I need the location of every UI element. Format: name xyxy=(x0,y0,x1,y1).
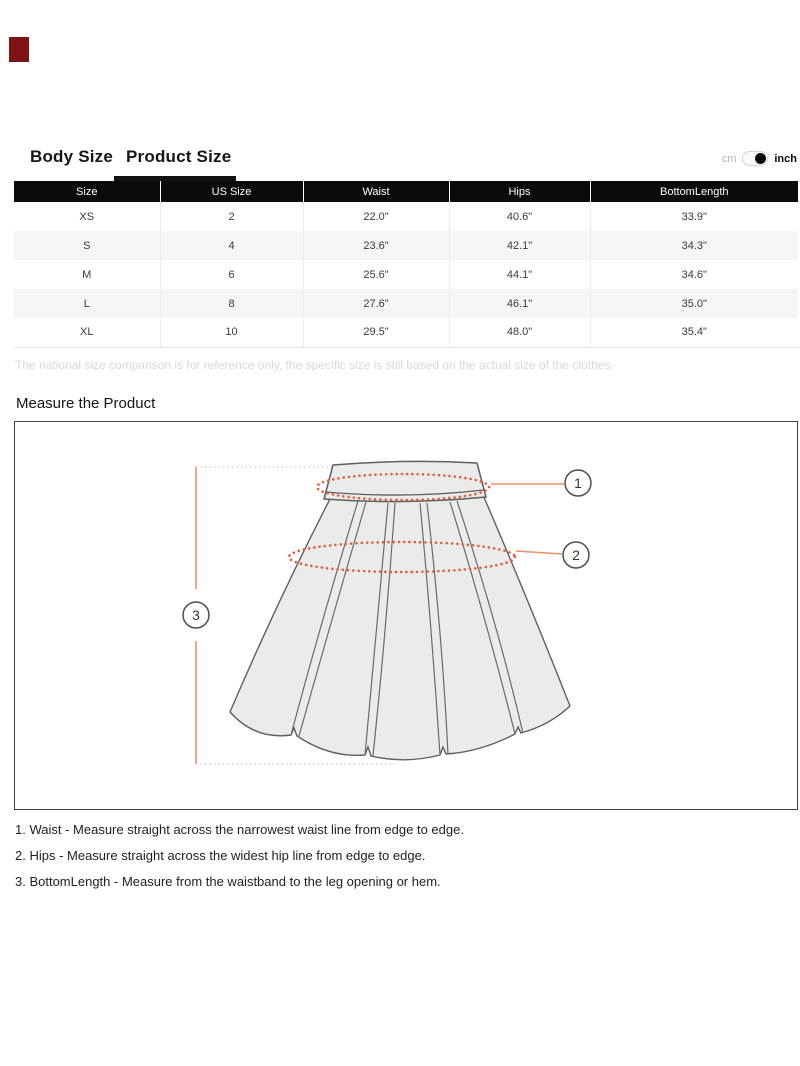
table-cell: 6 xyxy=(159,260,303,289)
table-cell: 4 xyxy=(159,231,303,260)
table-cell: M xyxy=(82,268,92,281)
waist-measure-ellipse xyxy=(315,472,491,502)
measure-product-title: Measure the Product xyxy=(16,395,156,412)
callout-1-label: 1 xyxy=(574,475,582,491)
table-cell: 40.6" xyxy=(448,202,590,231)
skirt-waistband xyxy=(323,460,487,503)
unit-cm-label[interactable]: cm xyxy=(721,152,737,165)
table-cell: 23.6" xyxy=(302,231,449,260)
callout-2: 2 xyxy=(562,541,590,569)
instruction-bottomlength: 3. BottomLength - Measure from the waist… xyxy=(15,874,441,889)
table-cell: 35.0" xyxy=(589,289,798,318)
table-cell: S xyxy=(83,239,91,252)
unit-inch-label[interactable]: inch xyxy=(774,152,797,165)
table-cell: 2 xyxy=(159,202,303,231)
table-cell: 42.1" xyxy=(448,231,590,260)
measure-instructions: 1. Waist - Measure straight across the n… xyxy=(15,817,464,895)
table-cell: XL xyxy=(14,318,160,348)
measure-diagram: 1 2 3 xyxy=(14,421,798,810)
instruction-waist: 1. Waist - Measure straight across the n… xyxy=(15,822,464,837)
table-cell: 29.5" xyxy=(302,318,449,348)
table-cell: 44.1" xyxy=(448,260,590,289)
callout-3: 3 xyxy=(182,601,210,629)
table-cell: 10 xyxy=(159,318,303,348)
table-cell: 34.3" xyxy=(589,231,798,260)
table-cell: 25.6" xyxy=(302,260,449,289)
table-cell: 35.4" xyxy=(589,318,798,348)
unit-switch[interactable] xyxy=(742,151,769,166)
table-cell: 33.9" xyxy=(589,202,798,231)
table-cell: XS xyxy=(79,210,95,223)
table-cell: 48.0" xyxy=(448,318,590,348)
table-cell: 22.0" xyxy=(302,202,449,231)
callout-2-label: 2 xyxy=(572,547,580,563)
instruction-hips: 2. Hips - Measure straight across the wi… xyxy=(15,848,426,863)
hips-measure-ellipse xyxy=(287,540,517,574)
column-header: Waist xyxy=(302,181,449,202)
table-cell: 34.6" xyxy=(589,260,798,289)
column-header: US Size xyxy=(159,181,303,202)
column-header: Size xyxy=(14,181,160,202)
unit-switch-knob xyxy=(755,153,767,164)
tab-product-size[interactable]: Product Size xyxy=(126,147,232,166)
size-note: The national size comparison is for refe… xyxy=(15,358,614,372)
table-cell: 8 xyxy=(159,289,303,318)
skirt-pleat-lines xyxy=(290,500,524,757)
red-marker xyxy=(9,37,29,62)
table-cell: 46.1" xyxy=(448,289,590,318)
hips-leader-line xyxy=(515,550,563,555)
waistband-seam xyxy=(325,489,485,496)
unit-toggle: cm inch xyxy=(722,151,797,166)
column-header: Hips xyxy=(448,181,590,202)
column-header: BottomLength xyxy=(589,181,798,202)
callout-1: 1 xyxy=(564,469,592,497)
tab-body-size[interactable]: Body Size xyxy=(30,147,114,166)
active-tab-underline xyxy=(114,176,236,181)
skirt-diagram-svg: 1 2 3 xyxy=(182,460,592,765)
callout-3-label: 3 xyxy=(192,607,200,623)
table-cell: L xyxy=(83,297,90,310)
skirt-body xyxy=(229,494,571,761)
table-cell: 27.6" xyxy=(302,289,449,318)
